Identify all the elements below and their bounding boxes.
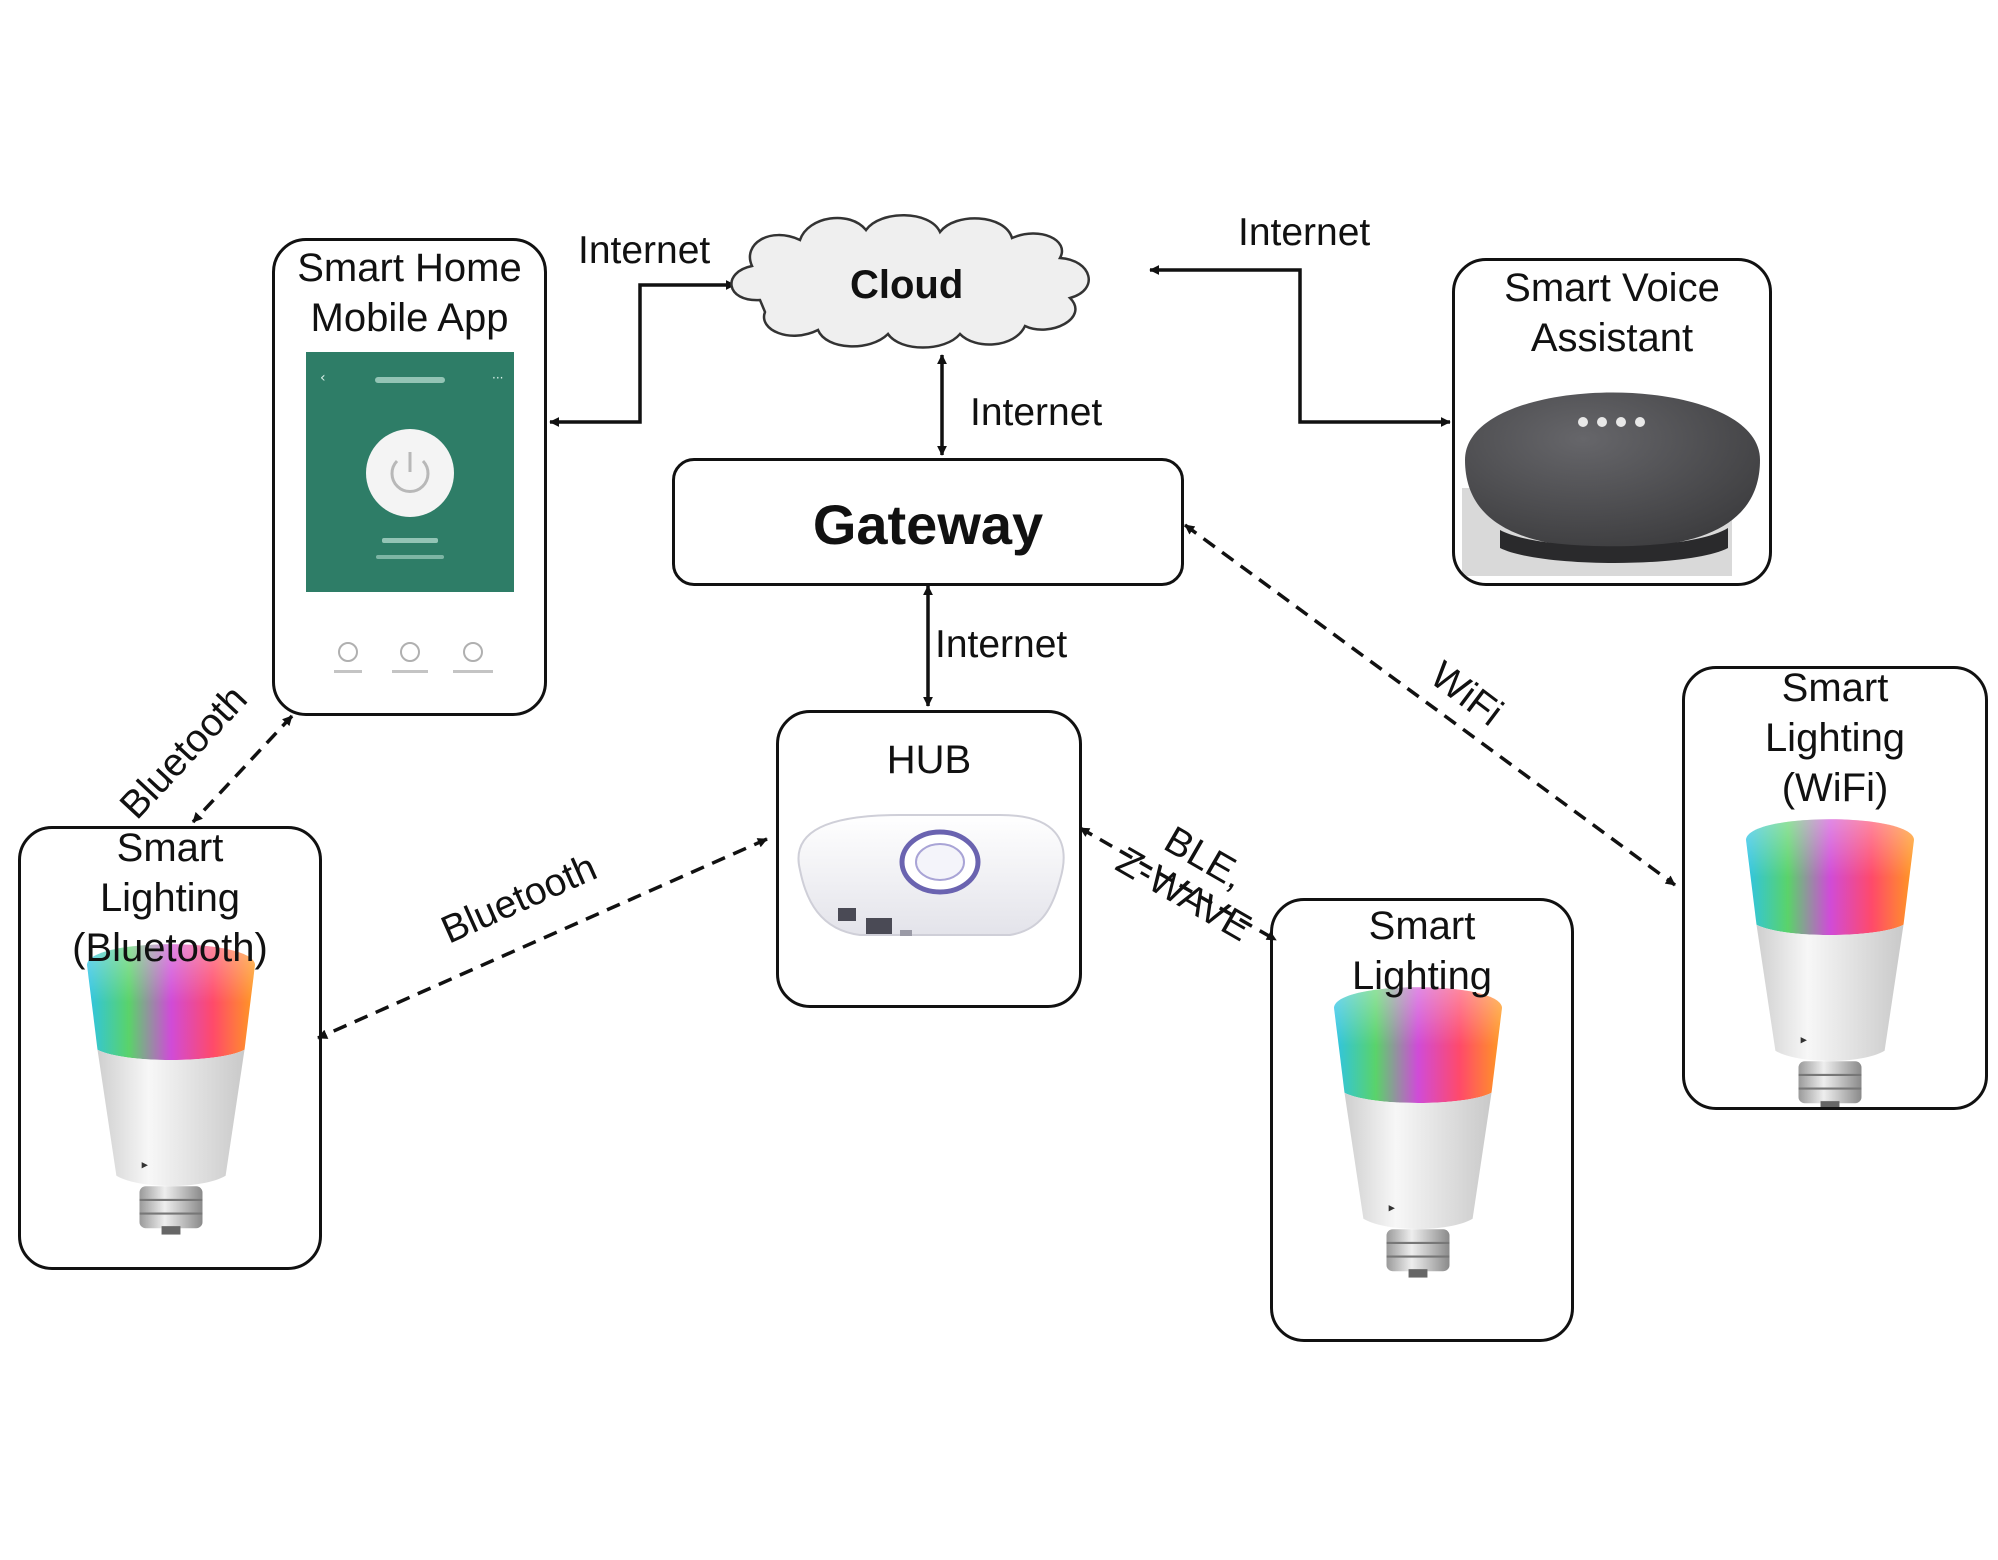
mobile-app-label: Smart Home Mobile App xyxy=(275,243,544,343)
voice-assistant-label-line2: Assistant xyxy=(1530,316,1694,360)
bulb-wifi-image: ▸ xyxy=(1746,819,1914,1110)
svg-text:▸: ▸ xyxy=(142,1156,149,1171)
voice-assistant-label: Smart Voice Assistant xyxy=(1455,263,1769,363)
link-app-bulb-bluetooth xyxy=(191,714,294,824)
power-button-icon xyxy=(366,429,454,517)
gateway-label: Gateway xyxy=(812,493,1044,556)
node-voice-assistant: Smart Voice Assistant xyxy=(1452,258,1772,586)
link-hub-bulb-bluetooth xyxy=(317,837,768,1040)
node-lighting-wifi: Smart Lighting (WiFi) xyxy=(1682,666,1988,1110)
bulb-bluetooth-image: ▸ xyxy=(87,944,255,1235)
app-footer-icons xyxy=(338,642,483,662)
node-lighting: Smart Lighting xyxy=(1270,898,1574,1342)
lighting-label-line1: Smart xyxy=(1368,904,1476,948)
svg-text:‹: ‹ xyxy=(320,370,326,386)
timer-icon xyxy=(338,642,358,662)
lighting-wifi-label-line3: (WiFi) xyxy=(1781,766,1889,810)
mobile-app-label-line2: Mobile App xyxy=(310,296,509,340)
countdown-icon xyxy=(463,642,483,662)
link-label-app-cloud: Internet xyxy=(578,229,711,272)
lighting-bluetooth-label-line2: Lighting xyxy=(99,876,241,920)
bulb-lighting-image: ▸ xyxy=(1334,987,1502,1278)
voice-assistant-label-line1: Smart Voice xyxy=(1504,266,1720,310)
link-label-cloud-voice: Internet xyxy=(1238,211,1371,254)
lighting-wifi-label: Smart Lighting (WiFi) xyxy=(1685,663,1985,813)
node-lighting-bluetooth: Smart Lighting (Bluetooth) xyxy=(18,826,322,1270)
svg-text:▸: ▸ xyxy=(1801,1031,1808,1046)
hub-device-image xyxy=(797,814,1065,936)
lighting-wifi-label-line1: Smart xyxy=(1781,666,1889,710)
dashed-connectors xyxy=(191,523,1677,1040)
link-hub-lighting-ble xyxy=(1079,826,1277,942)
cloud-shape xyxy=(730,214,1090,349)
cloud-label: Cloud xyxy=(850,263,964,307)
loop-timer-icon xyxy=(400,642,420,662)
lighting-bluetooth-label-line3: (Bluetooth) xyxy=(72,926,268,970)
lighting-label: Smart Lighting xyxy=(1273,901,1571,1001)
mobile-app-screen: ‹ ··· xyxy=(306,352,514,673)
lighting-bluetooth-label-line1: Smart xyxy=(116,826,224,870)
link-app-cloud xyxy=(549,280,736,427)
lighting-wifi-label-line2: Lighting xyxy=(1764,716,1906,760)
link-cloud-voice xyxy=(1149,265,1451,427)
smart-speaker-image xyxy=(1462,392,1760,576)
node-mobile-app: Smart Home Mobile App xyxy=(272,238,547,716)
mobile-app-label-line1: Smart Home xyxy=(297,246,522,290)
node-gateway: Gateway xyxy=(672,458,1184,586)
hub-label: HUB xyxy=(886,738,972,782)
link-gateway-wifi-lighting xyxy=(1183,523,1677,887)
node-hub: HUB xyxy=(776,710,1082,1008)
solid-connectors xyxy=(549,265,1451,707)
svg-text:···: ··· xyxy=(492,371,503,385)
lighting-label-line2: Lighting xyxy=(1351,954,1493,998)
lighting-bluetooth-label: Smart Lighting (Bluetooth) xyxy=(21,823,319,973)
link-label-cloud-gateway: Internet xyxy=(970,391,1103,434)
svg-text:▸: ▸ xyxy=(1389,1199,1396,1214)
link-label-gateway-hub: Internet xyxy=(935,623,1068,666)
